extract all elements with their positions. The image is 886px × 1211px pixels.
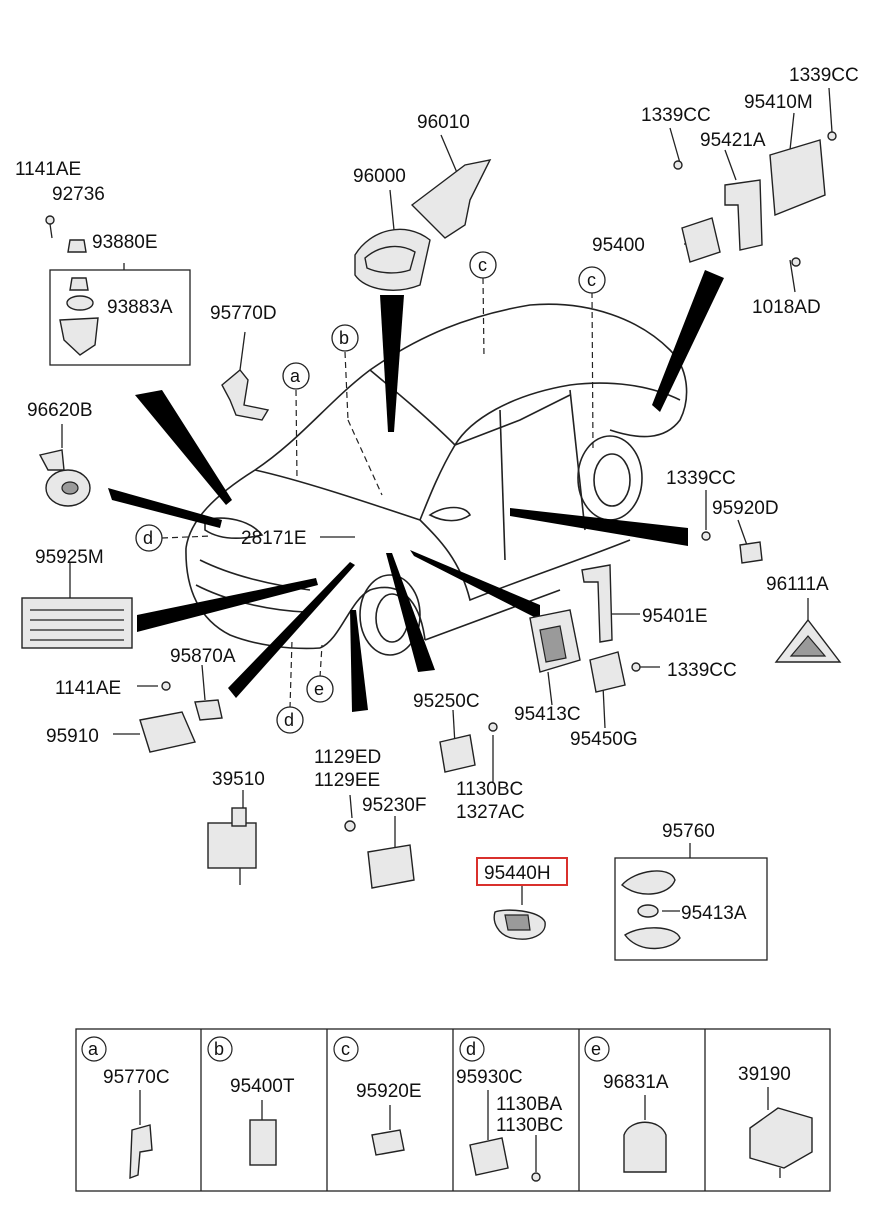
label-96111A: 96111A [766,574,829,595]
table-cell-d: d 95930C 1130BA 1130BC [456,1036,563,1182]
highlight-box [476,857,568,886]
fob-kit-box [614,857,768,961]
leader-lines [61,87,833,912]
parts-illustrations [21,131,842,961]
label-93883A: 93883A [107,297,173,318]
svg-text:b: b [339,328,349,348]
cell-part: 95930C [456,1067,523,1088]
label-93880E: 93880E [92,232,158,253]
ref-circle-a[interactable]: a [282,362,310,390]
label-1129ED: 1129ED [314,747,381,768]
label-1339CC-b: 1339CC [789,65,859,86]
label-96010: 96010 [417,112,470,133]
svg-text:d: d [143,528,153,548]
label-95413A: 95413A [681,903,747,924]
cell-part: 95770C [103,1067,170,1088]
label-95401E: 95401E [642,606,708,627]
label-96000: 96000 [353,166,406,187]
label-1327AC: 1327AC [456,802,525,823]
ref-circle-e[interactable]: e [306,675,334,703]
label-95770D: 95770D [210,303,277,324]
ref-circle-d-1[interactable]: d [135,524,163,552]
pointer-wedges [108,270,724,712]
label-95870A: 95870A [170,646,236,667]
cell-part: 95400T [230,1076,295,1097]
cell-letter: c [341,1039,350,1059]
circle-references: a b c c d d e [135,251,606,734]
svg-text:c: c [587,270,596,290]
label-1339CC-d: 1339CC [667,660,737,681]
label-95421A: 95421A [700,130,766,151]
label-1018AD: 1018AD [752,297,821,318]
label-95230F: 95230F [362,795,426,816]
svg-text:a: a [290,366,301,386]
cell-part: 95920E [356,1081,422,1102]
label-95910: 95910 [46,726,99,747]
cell-letter: d [466,1039,476,1059]
label-95450G: 95450G [570,729,638,750]
table-cell-e: e 96831A [584,1036,669,1173]
label-95400: 95400 [592,235,645,256]
ref-circle-b[interactable]: b [331,324,359,352]
cell-letter: b [214,1039,224,1059]
label-95250C: 95250C [413,691,480,712]
reference-table: a 95770C b 95400T c 95920E d 95930C 1130… [75,1028,831,1192]
ref-circle-d-2[interactable]: d [276,706,304,734]
label-95410M: 95410M [744,92,813,113]
label-95925M: 95925M [35,547,104,568]
table-cell-b: b 95400T [207,1036,295,1166]
label-95413C: 95413C [514,704,581,725]
label-96620B: 96620B [27,400,93,421]
label-1129EE: 1129EE [314,770,380,791]
cell-part: 39190 [738,1064,791,1085]
label-92736: 92736 [52,184,105,205]
cell-part: 1130BC [496,1115,563,1136]
ref-circle-c-2[interactable]: c [578,266,606,294]
svg-text:d: d [284,710,294,730]
label-28171E: 28171E [241,528,307,549]
cell-part: 1130BA [496,1094,563,1115]
cell-letter: a [88,1039,99,1059]
table-cell-a: a 95770C [81,1036,170,1180]
svg-text:c: c [478,255,487,275]
label-39510: 39510 [212,769,265,790]
label-1339CC-a: 1339CC [641,105,711,126]
table-cell-relay: 39190 [738,1064,813,1178]
callout-labels: 1141AE 92736 93880E 93883A 96010 96000 1… [15,65,859,924]
label-1141AE-top: 1141AE [15,159,81,180]
label-1130BC: 1130BC [456,779,523,800]
label-1141AE-mid: 1141AE [55,678,121,699]
ref-circle-c-1[interactable]: c [469,251,497,279]
clip-box [49,269,191,366]
label-95440H[interactable]: 95440H [484,863,551,884]
label-1339CC-c: 1339CC [666,468,736,489]
label-95920D: 95920D [712,498,779,519]
cell-letter: e [591,1039,601,1059]
table-cell-c: c 95920E [333,1036,422,1156]
label-95760: 95760 [662,821,715,842]
svg-text:e: e [314,679,324,699]
cell-part: 96831A [603,1072,669,1093]
